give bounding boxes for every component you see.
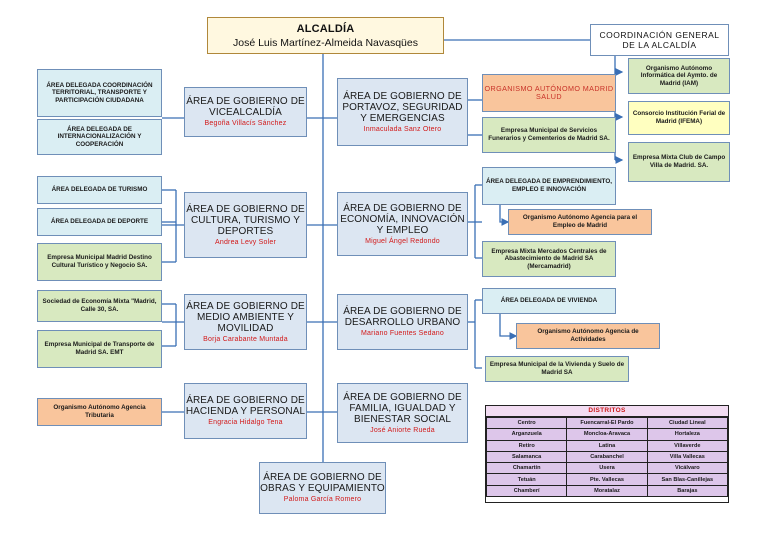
coordinacion-general-box: COORDINACIÓN GENERAL DE LA ALCALDÍA <box>590 24 729 56</box>
delegada-emprendimiento: ÁREA DELEGADA DE EMPRENDIMIENTO, EMPLEO … <box>482 167 616 205</box>
area-vicealcaldia: ÁREA DE GOBIERNO DE VICEALCALDÍA Begoña … <box>184 87 307 137</box>
delegada-vivienda: ÁREA DELEGADA DE VIVIENDA <box>482 288 616 314</box>
distrito-cell: Retiro <box>485 439 568 452</box>
entity-emvs: Empresa Municipal de la Vivienda y Suelo… <box>485 356 629 382</box>
entity-mercamadrid: Empresa Mixta Mercados Centrales de Abas… <box>482 241 616 277</box>
area-portavoz: ÁREA DE GOBIERNO DE PORTAVOZ, SEGURIDAD … <box>337 78 468 146</box>
distrito-cell: Chamartín <box>485 462 568 475</box>
entity-madrid-destino: Empresa Municipal Madrid Destino Cultura… <box>37 243 162 281</box>
distrito-cell: Arganzuela <box>485 428 568 441</box>
area-desarrollo-urbano: ÁREA DE GOBIERNO DE DESARROLLO URBANO Ma… <box>337 294 468 350</box>
entity-agencia-empleo: Organismo Autónomo Agencia para el Emple… <box>508 209 652 235</box>
distrito-cell: Usera <box>566 462 648 475</box>
distrito-cell: Fuencarral-El Pardo <box>566 416 648 430</box>
coordinacion-line-1: COORDINACIÓN GENERAL <box>599 30 720 40</box>
delegada-internacionalizacion: ÁREA DELEGADA DE INTERNACIONALIZACIÓN Y … <box>37 119 162 155</box>
distrito-cell: Salamanca <box>485 450 568 464</box>
alcaldia-box: ALCALDÍA José Luis Martínez-Almeida Nava… <box>207 17 444 54</box>
entity-calle-30: Sociedad de Economía Mixta "Madrid, Call… <box>37 290 162 322</box>
area-obras: ÁREA DE GOBIERNO DE OBRAS Y EQUIPAMIENTO… <box>259 462 386 514</box>
distrito-cell: Tetuán <box>485 473 568 486</box>
distrito-cell: Hortaleza <box>646 428 729 441</box>
distrito-cell: Vicálvaro <box>646 462 729 475</box>
delegada-turismo: ÁREA DELEGADA DE TURISMO <box>37 176 162 204</box>
entity-emt: Empresa Municipal de Transporte de Madri… <box>37 330 162 368</box>
area-economia: ÁREA DE GOBIERNO DE ECONOMÍA, INNOVACIÓN… <box>337 192 468 256</box>
alcaldia-name: José Luis Martínez-Almeida Navasqües <box>232 36 418 49</box>
distrito-cell: Villaverde <box>646 439 729 452</box>
entity-ifema: Consorcio Institución Ferial de Madrid (… <box>628 101 730 135</box>
entity-agencia-actividades: Organismo Autónomo Agencia de Actividade… <box>516 323 660 349</box>
entity-iam: Organismo Autónomo Informática del Aymto… <box>628 58 730 94</box>
distrito-cell: Chamberí <box>485 484 568 498</box>
distrito-cell: Carabanchel <box>566 450 648 464</box>
distrito-cell: Ciudad Lineal <box>646 416 729 430</box>
alcaldia-title: ALCALDÍA <box>296 22 355 35</box>
delegada-coordinacion-territorial: ÁREA DELEGADA COORDINACIÓN TERRITORIAL, … <box>37 69 162 117</box>
distritos-title: DISTRITOS <box>486 406 728 417</box>
distrito-cell: San Blas-Canillejas <box>646 473 729 486</box>
distrito-cell: Pte. Vallecas <box>566 473 648 486</box>
area-cultura: ÁREA DE GOBIERNO DE CULTURA, TURISMO Y D… <box>184 192 307 258</box>
distrito-cell: Villa Vallecas <box>646 450 729 464</box>
distrito-cell: Centro <box>485 416 568 430</box>
entity-agencia-tributaria: Organismo Autónomo Agencia Tributaria <box>37 398 162 426</box>
distrito-cell: Moncloa-Aravaca <box>566 428 648 441</box>
entity-madrid-salud: ORGANISMO AUTÓNOMO MADRID SALUD <box>482 74 616 112</box>
area-hacienda: ÁREA DE GOBIERNO DE HACIENDA Y PERSONAL … <box>184 383 307 439</box>
coordinacion-line-2: DE LA ALCALDÍA <box>622 40 697 50</box>
delegada-deporte: ÁREA DELEGADA DE DEPORTE <box>37 208 162 236</box>
entity-club-campo: Empresa Mixta Club de Campo Villa de Mad… <box>628 142 730 182</box>
distrito-cell: Barajas <box>646 484 729 498</box>
entity-servicios-funerarios: Empresa Municipal de Servicios Funerario… <box>482 117 616 153</box>
distrito-cell: Moratalaz <box>566 484 648 498</box>
area-medio-ambiente: ÁREA DE GOBIERNO DE MEDIO AMBIENTE Y MOV… <box>184 294 307 350</box>
distrito-cell: Latina <box>566 439 648 452</box>
area-familia: ÁREA DE GOBIERNO DE FAMILIA, IGUALDAD Y … <box>337 383 468 443</box>
